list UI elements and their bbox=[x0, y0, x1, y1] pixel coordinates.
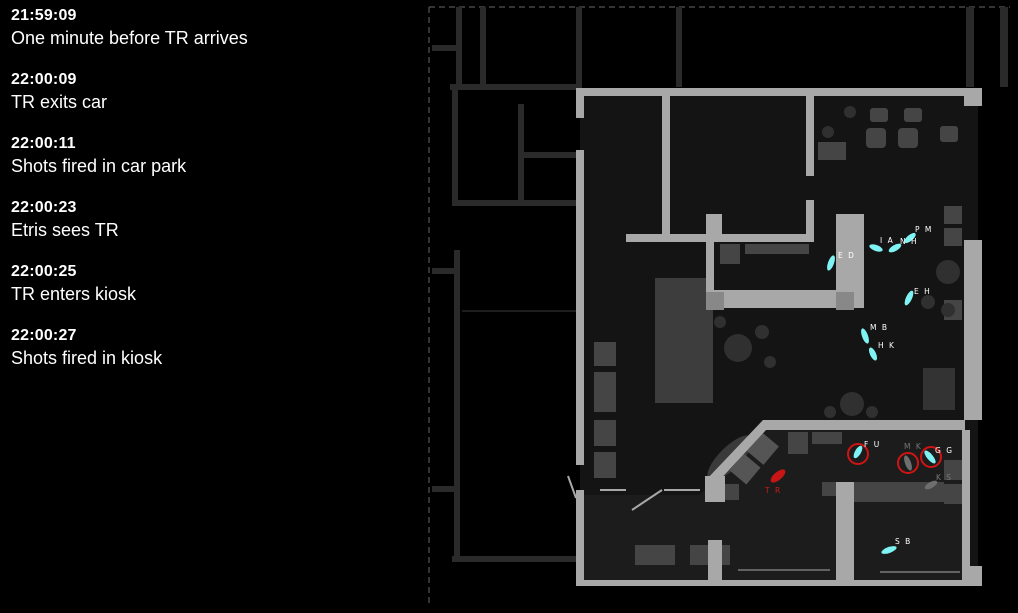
person-marker-ia bbox=[869, 244, 883, 252]
timeline-list: 21:59:09 One minute before TR arrives 22… bbox=[11, 6, 411, 390]
event-time: 21:59:09 bbox=[11, 7, 77, 24]
highlight-circle bbox=[847, 443, 869, 465]
highlight-circle bbox=[920, 446, 942, 468]
person-label: H K bbox=[878, 341, 895, 350]
person-label: M K bbox=[904, 442, 922, 451]
highlight-circle bbox=[897, 452, 919, 474]
person-marker-gg bbox=[924, 450, 936, 464]
person-labels: P M I A N H E D E H M B H K F U M K G G … bbox=[764, 225, 954, 546]
event-description: TR enters kiosk bbox=[11, 284, 137, 304]
person-marker-pm bbox=[904, 232, 916, 244]
timeline-event: 22:00:27 Shots fired in kiosk bbox=[11, 326, 411, 390]
event-description: TR exits car bbox=[11, 92, 108, 112]
person-label: E H bbox=[914, 287, 931, 296]
event-time: 22:00:27 bbox=[11, 327, 77, 344]
people-markers bbox=[770, 232, 938, 554]
event-time: 22:00:23 bbox=[11, 199, 77, 216]
person-label: N H bbox=[900, 237, 918, 246]
timeline-event: 22:00:25 TR enters kiosk bbox=[11, 262, 411, 326]
walls bbox=[576, 88, 982, 586]
event-description: Shots fired in car park bbox=[11, 156, 187, 176]
person-label: E D bbox=[838, 251, 855, 260]
person-label: T R bbox=[764, 486, 782, 495]
person-marker-sb bbox=[881, 546, 897, 554]
person-marker-ks bbox=[924, 480, 938, 490]
person-label: F U bbox=[864, 440, 881, 449]
person-marker-mk bbox=[904, 455, 912, 471]
exterior-structures bbox=[432, 7, 1008, 562]
person-marker-mb bbox=[861, 328, 869, 344]
person-marker-ed bbox=[827, 255, 835, 271]
wall-lines bbox=[567, 475, 960, 573]
person-marker-nh bbox=[888, 243, 902, 253]
building-floor bbox=[580, 92, 978, 582]
person-label: M B bbox=[870, 323, 889, 332]
person-label: G G bbox=[935, 446, 954, 455]
highlight-circles bbox=[847, 443, 942, 474]
person-marker-eh bbox=[904, 290, 914, 306]
timeline-event: 22:00:09 TR exits car bbox=[11, 70, 411, 134]
timeline-event: 22:00:11 Shots fired in car park bbox=[11, 134, 411, 198]
event-description: One minute before TR arrives bbox=[11, 28, 248, 48]
event-time: 22:00:25 bbox=[11, 263, 77, 280]
event-description: Shots fired in kiosk bbox=[11, 348, 163, 368]
site-boundary bbox=[428, 6, 1010, 606]
person-marker-hk bbox=[868, 347, 878, 361]
person-label: I A bbox=[880, 236, 894, 245]
event-description: Etris sees TR bbox=[11, 220, 119, 240]
person-marker-fu bbox=[853, 445, 863, 459]
timeline-event: 22:00:23 Etris sees TR bbox=[11, 198, 411, 262]
person-label: P M bbox=[915, 225, 933, 234]
timeline-event: 21:59:09 One minute before TR arrives bbox=[11, 6, 411, 70]
event-time: 22:00:09 bbox=[11, 71, 77, 88]
person-label: K S bbox=[936, 473, 953, 482]
event-time: 22:00:11 bbox=[11, 135, 76, 152]
person-marker-tr bbox=[770, 469, 786, 483]
person-label: S B bbox=[895, 537, 912, 546]
